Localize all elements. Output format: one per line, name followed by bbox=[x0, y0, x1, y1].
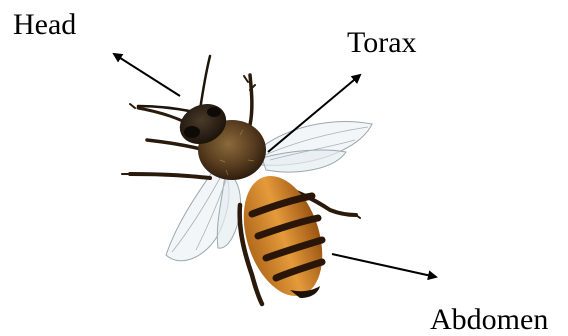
torax-label: Torax bbox=[347, 28, 417, 58]
abdomen-label: Abdomen bbox=[430, 305, 548, 335]
abdomen-arrow bbox=[332, 254, 436, 277]
head-arrow bbox=[114, 54, 180, 96]
legs bbox=[122, 75, 360, 304]
abdomen bbox=[230, 166, 337, 306]
head-label: Head bbox=[13, 10, 76, 40]
antennae bbox=[138, 56, 210, 112]
